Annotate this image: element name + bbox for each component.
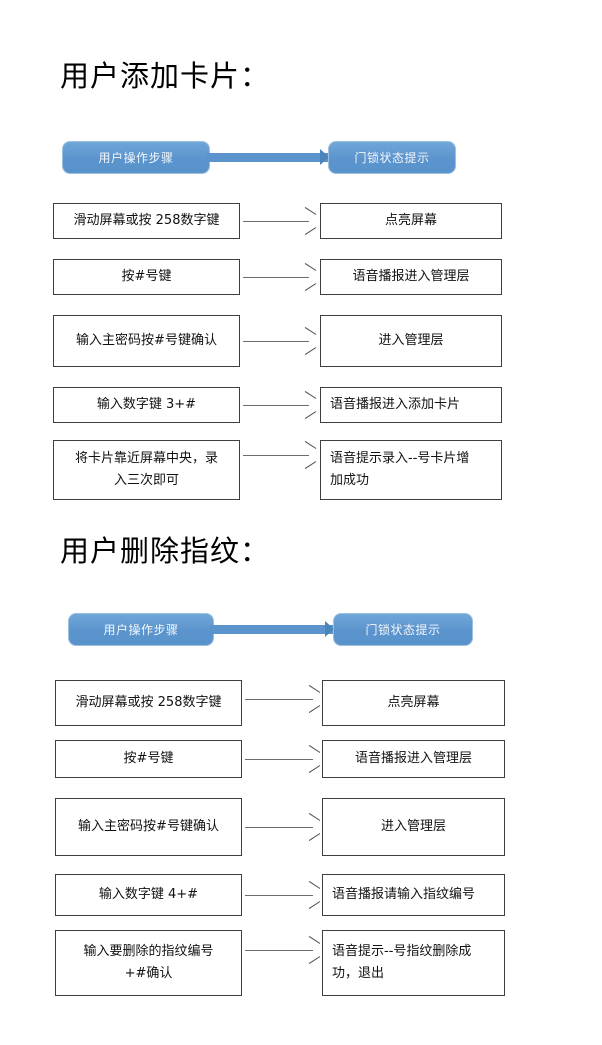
flow-arrow-line [245, 950, 313, 951]
step-text: 输入要删除的指纹编号 +#确认 [83, 944, 214, 981]
step-text: 输入数字键 4+# [98, 887, 199, 902]
result-text: 点亮屏幕 [384, 213, 437, 228]
legend-box-lock-status[interactable]: 门锁状态提示 [333, 613, 473, 646]
legend-box-user-steps-label: 用户操作步骤 [103, 623, 179, 637]
result-box[interactable]: 进入管理层 [322, 798, 505, 856]
step-box[interactable]: 输入要删除的指纹编号 +#确认 [55, 930, 242, 996]
result-text: 语音播报进入管理层 [352, 269, 470, 284]
step-box[interactable]: 按#号键 [55, 740, 242, 778]
flow-arrow-line [243, 341, 309, 342]
arrow-head-icon [307, 943, 319, 957]
arrow-head-icon [307, 820, 319, 834]
step-box[interactable]: 滑动屏幕或按 258数字键 [53, 203, 240, 239]
step-box[interactable]: 输入数字键 3+# [53, 387, 240, 423]
result-text: 语音播报进入管理层 [354, 751, 472, 766]
legend-box-user-steps[interactable]: 用户操作步骤 [68, 613, 214, 646]
legend-box-lock-status-label: 门锁状态提示 [365, 623, 441, 637]
step-text: 输入主密码按#号键确认 [78, 819, 219, 834]
arrow-head-icon [303, 270, 315, 284]
step-text: 输入数字键 3+# [96, 397, 197, 412]
result-text: 语音提示录入--号卡片增 加成功 [330, 451, 470, 488]
step-text: 将卡片靠近屏幕中央，录 入三次即可 [74, 451, 218, 488]
result-text: 进入管理层 [380, 819, 446, 834]
flow-arrow-line [245, 699, 313, 700]
legend-box-user-steps[interactable]: 用户操作步骤 [62, 141, 210, 174]
result-box[interactable]: 语音播报请输入指纹编号 [322, 874, 505, 916]
result-text: 进入管理层 [378, 333, 444, 348]
result-text: 语音播报进入添加卡片 [330, 397, 461, 412]
step-text: 输入主密码按#号键确认 [76, 333, 217, 348]
legend-connector-line [206, 153, 328, 162]
result-text: 点亮屏幕 [387, 695, 440, 710]
flow-arrow-line [243, 277, 309, 278]
arrow-head-icon [303, 398, 315, 412]
arrow-head-icon [307, 692, 319, 706]
arrow-head-icon [303, 334, 315, 348]
step-box[interactable]: 将卡片靠近屏幕中央，录 入三次即可 [53, 440, 240, 500]
result-box[interactable]: 语音播报进入管理层 [322, 740, 505, 778]
result-box[interactable]: 语音提示--号指纹删除成 功，退出 [322, 930, 505, 996]
flow-arrow-line [245, 895, 313, 896]
section-title-delete-fingerprint: 用户删除指纹： [60, 534, 271, 568]
section-title-add-card: 用户添加卡片： [60, 59, 271, 93]
legend-connector-arrow-icon [320, 149, 329, 165]
legend-connector-arrow-icon [325, 621, 334, 637]
result-text: 语音播报请输入指纹编号 [332, 887, 476, 902]
legend-box-lock-status[interactable]: 门锁状态提示 [328, 141, 456, 174]
step-box[interactable]: 滑动屏幕或按 258数字键 [55, 680, 242, 726]
result-box[interactable]: 点亮屏幕 [320, 203, 502, 239]
legend-box-lock-status-label: 门锁状态提示 [354, 151, 430, 165]
arrow-head-icon [303, 214, 315, 228]
flow-arrow-line [243, 405, 309, 406]
flow-arrow-line [245, 759, 313, 760]
arrow-head-icon [307, 888, 319, 902]
result-box[interactable]: 语音提示录入--号卡片增 加成功 [320, 440, 502, 500]
arrow-head-icon [303, 448, 315, 462]
step-text: 按#号键 [123, 751, 174, 766]
legend-connector-line [210, 625, 333, 634]
step-box[interactable]: 输入数字键 4+# [55, 874, 242, 916]
flow-arrow-line [243, 455, 309, 456]
result-box[interactable]: 语音播报进入添加卡片 [320, 387, 502, 423]
step-text: 滑动屏幕或按 258数字键 [75, 695, 222, 710]
step-text: 滑动屏幕或按 258数字键 [73, 213, 220, 228]
legend-box-user-steps-label: 用户操作步骤 [98, 151, 174, 165]
arrow-head-icon [307, 752, 319, 766]
step-box[interactable]: 输入主密码按#号键确认 [53, 315, 240, 367]
result-text: 语音提示--号指纹删除成 功，退出 [332, 944, 472, 981]
step-box[interactable]: 按#号键 [53, 259, 240, 295]
flow-arrow-line [243, 221, 309, 222]
result-box[interactable]: 语音播报进入管理层 [320, 259, 502, 295]
result-box[interactable]: 进入管理层 [320, 315, 502, 367]
flow-arrow-line [245, 827, 313, 828]
step-text: 按#号键 [121, 269, 172, 284]
step-box[interactable]: 输入主密码按#号键确认 [55, 798, 242, 856]
result-box[interactable]: 点亮屏幕 [322, 680, 505, 726]
